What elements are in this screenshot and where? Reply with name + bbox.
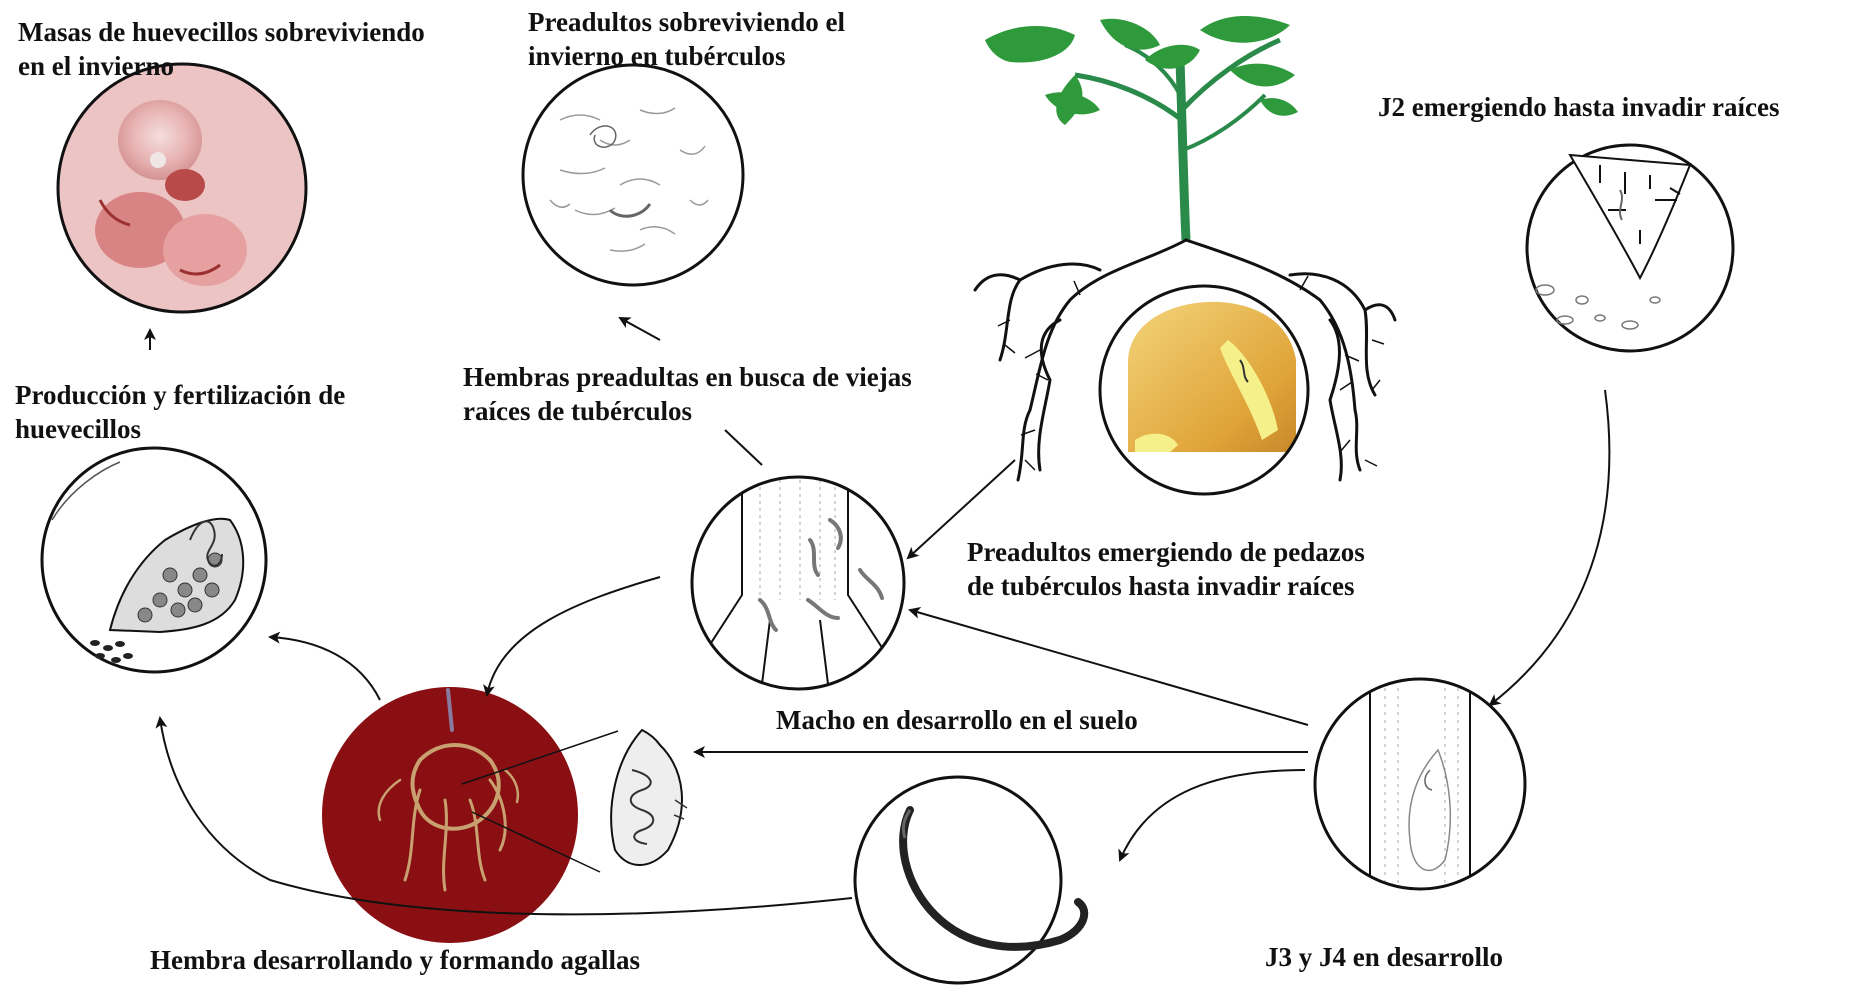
nematode-icon xyxy=(853,775,1089,985)
label-line: Preadultos emergiendo de pedazos xyxy=(967,537,1365,567)
label-j3-j4: J3 y J4 en desarrollo xyxy=(1265,940,1503,974)
label-line: J2 emergiendo hasta invadir raíces xyxy=(1378,92,1780,122)
label-line: Producción y fertilización de xyxy=(15,380,346,410)
egg-mass-icon xyxy=(56,62,308,314)
label-female-galls: Hembra desarrollando y formando agallas xyxy=(150,943,640,977)
root-section-icon xyxy=(690,475,906,691)
label-preadult-females: Hembras preadultas en busca de viejas ra… xyxy=(463,360,912,428)
potato-plant-icon xyxy=(973,15,1397,482)
label-line: Masas de huevecillos sobreviviendo xyxy=(18,17,425,47)
label-line: en el invierno xyxy=(18,51,174,81)
label-preadults-emerging: Preadultos emergiendo de pedazos de tubé… xyxy=(967,535,1365,603)
tuber-cells-icon xyxy=(521,63,745,287)
label-line: Macho en desarrollo en el suelo xyxy=(776,705,1138,735)
label-line: invierno en tubérculos xyxy=(528,41,786,71)
lemon-cyst-icon xyxy=(610,728,688,866)
label-egg-masses: Masas de huevecillos sobreviviendo en el… xyxy=(18,15,425,83)
label-preadults-winter: Preadultos sobreviviendo el invierno en … xyxy=(528,5,845,73)
pointer-line xyxy=(471,811,601,873)
label-male-developing: Macho en desarrollo en el suelo xyxy=(776,703,1138,737)
tuber-icon xyxy=(1098,284,1310,496)
label-line: raíces de tubérculos xyxy=(463,396,692,426)
gall-root-icon xyxy=(322,687,578,943)
label-line: J3 y J4 en desarrollo xyxy=(1265,942,1503,972)
label-line: Hembra desarrollando y formando agallas xyxy=(150,945,641,975)
label-j2-emerging: J2 emergiendo hasta invadir raíces xyxy=(1378,90,1779,124)
j3-j4-root-icon xyxy=(1313,677,1527,891)
label-line: huevecillos xyxy=(15,414,141,444)
pointer-line xyxy=(461,730,619,785)
female-cyst-icon xyxy=(40,446,268,674)
label-line: de tubérculos hasta invadir raíces xyxy=(967,571,1355,601)
label-egg-production: Producción y fertilización de huevecillo… xyxy=(15,378,345,446)
cycle-arrows xyxy=(144,317,1611,916)
label-line: Preadultos sobreviviendo el xyxy=(528,7,846,37)
label-line: Hembras preadultas en busca de viejas xyxy=(463,362,912,392)
root-tip-icon xyxy=(1525,143,1735,353)
